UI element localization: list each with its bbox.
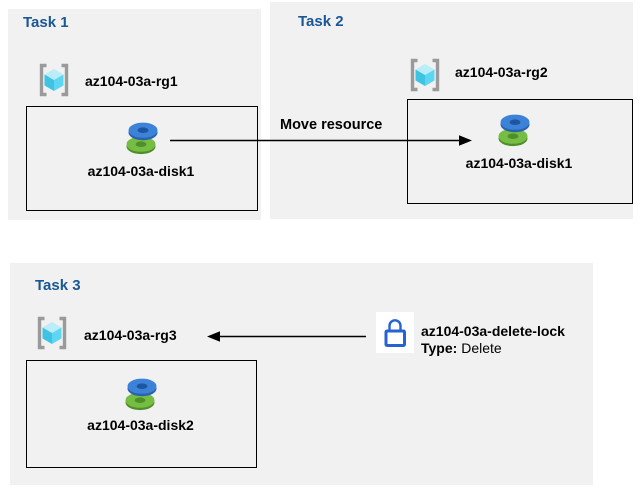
- task1-title: Task 1: [23, 14, 69, 31]
- rg3-name: az104-03a-rg3: [84, 327, 177, 343]
- lock-type-label: Type:: [421, 340, 458, 356]
- task2-panel: [270, 2, 633, 219]
- lock-icon: [376, 312, 414, 353]
- disk1-name-task2: az104-03a-disk1: [465, 155, 573, 171]
- rg1-name: az104-03a-rg1: [85, 73, 178, 89]
- disk-icon: [495, 112, 533, 153]
- task2-title: Task 2: [298, 13, 344, 30]
- task3-resource-box: [26, 360, 257, 468]
- resource-group-icon: [35, 60, 73, 105]
- disk2-name-task3: az104-03a-disk2: [87, 417, 194, 433]
- move-resource-label: Move resource: [280, 117, 383, 133]
- delete-lock-name: az104-03a-delete-lock: [421, 323, 565, 339]
- resource-group-icon: [406, 55, 444, 100]
- task3-panel: [10, 263, 593, 485]
- disk1-name-task1: az104-03a-disk1: [87, 163, 195, 179]
- task3-title: Task 3: [35, 277, 81, 294]
- delete-lock-type: Type: Delete: [421, 340, 502, 357]
- lock-arrow-left-icon: [207, 331, 366, 342]
- rg2-name: az104-03a-rg2: [455, 64, 548, 80]
- task1-resource-box: [26, 106, 258, 211]
- move-resource-arrow-right-icon: [170, 135, 472, 146]
- task1-panel: [8, 9, 261, 220]
- disk-icon: [122, 376, 160, 417]
- disk-icon: [123, 120, 161, 161]
- task2-resource-box: [407, 99, 633, 204]
- lock-type-value: Delete: [461, 340, 502, 356]
- resource-group-icon: [33, 313, 71, 358]
